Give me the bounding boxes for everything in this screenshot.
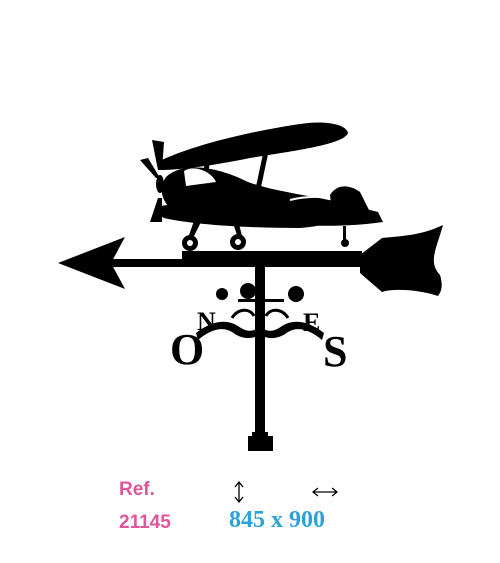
weathervane-pole bbox=[248, 262, 273, 451]
compass-ornament: N E O S bbox=[170, 283, 347, 376]
ref-number: 21145 bbox=[119, 512, 171, 533]
vertical-double-arrow-icon bbox=[234, 481, 244, 503]
dimension-separator: x bbox=[271, 507, 283, 533]
dimensions: 845 x 900 bbox=[229, 508, 325, 532]
horizontal-double-arrow-icon bbox=[312, 487, 338, 497]
arrow-tail bbox=[360, 225, 443, 296]
biplane-silhouette bbox=[140, 122, 383, 259]
compass-west: O bbox=[170, 325, 204, 374]
compass-north: N bbox=[197, 307, 216, 336]
dimension-width: 900 bbox=[289, 507, 325, 533]
ref-label: Ref. bbox=[119, 479, 155, 500]
compass-south: S bbox=[323, 327, 347, 376]
arrow-pointer bbox=[58, 237, 372, 289]
dimension-height: 845 bbox=[229, 507, 265, 533]
compass-east: E bbox=[303, 308, 320, 337]
